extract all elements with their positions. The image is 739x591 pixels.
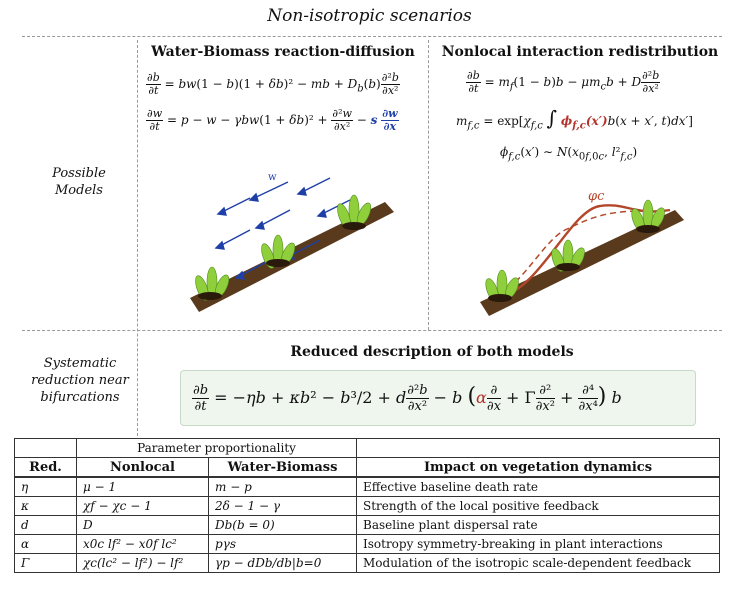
table-row: η μ − 1 m − p Effective baseline death r…	[14, 476, 720, 497]
parameter-table: Parameter proportionality Red. Nonlocal …	[14, 438, 720, 573]
reduced-equation: ∂b∂t = −ηb + κb² − b³/2 + d∂²b∂x² − b (α…	[192, 383, 622, 414]
slope-kernel-illustration: φc	[480, 189, 684, 316]
left-panel-title: Water-Biomass reaction-diffusion	[151, 44, 415, 60]
table-row: d D Db(b = 0) Baseline plant dispersal r…	[14, 515, 720, 535]
plants-left	[195, 194, 372, 301]
table-header-row: Red. Nonlocal Water-Biomass Impact on ve…	[14, 457, 720, 478]
kernel-distribution: ϕf,c(x′) ∼ N(x0f,0c, l²f,c)	[500, 145, 638, 163]
wind-label: w	[268, 172, 277, 183]
col-nonlocal: Nonlocal	[76, 457, 209, 478]
figure-title: Non-isotropic scenarios	[267, 6, 472, 26]
col-impact: Impact on vegetation dynamics	[356, 457, 720, 478]
water-equation: ∂w∂t = p − w − γbw(1 + δb)² + ∂²w∂x² − s…	[146, 107, 399, 133]
kernel-equation: mf,c = exp[χf,c ∫ ϕf,c(x′)b(x + x′, t)dx…	[456, 106, 693, 132]
col-water: Water-Biomass	[208, 457, 357, 478]
table-row: Γ χc(lc² − lf²) − lf² γp − dDb/db|b=0 Mo…	[14, 553, 720, 573]
row-label-divider	[137, 40, 138, 436]
table-row: α x0c lf² − x0f lc² pγs Isotropy symmetr…	[14, 534, 720, 554]
biomass-equation: ∂b∂t = bw(1 − b)(1 + δb)² − mb + Db(b)∂²…	[146, 71, 400, 97]
col-red: Red.	[14, 457, 77, 478]
nonlocal-biomass-equation: ∂b∂t = mf(1 − b)b − μmcb + D∂²b∂x²	[466, 69, 661, 95]
reduced-equation-box	[180, 370, 696, 426]
table-row: κ χf − χc − 1 2δ − 1 − γ Strength of the…	[14, 496, 720, 516]
kernel-curve-solid	[497, 204, 671, 300]
title-divider	[22, 36, 722, 37]
plant-roots-left	[198, 222, 366, 300]
slope-wind-illustration: w	[190, 172, 394, 312]
phi-label: φc	[588, 189, 605, 204]
kernel-curve-dashed	[499, 210, 661, 295]
slope-right	[480, 210, 684, 316]
reduction-row-label: Systematic reduction near bifurcations	[31, 356, 129, 405]
right-panel-title: Nonlocal interaction redistribution	[441, 44, 719, 60]
plants-right	[485, 199, 665, 302]
row-divider	[22, 330, 722, 331]
models-row-label: Possible Models	[52, 166, 106, 198]
group-header: Parameter proportionality	[76, 438, 357, 458]
reduced-title: Reduced description of both models	[290, 344, 574, 360]
plant-roots-right	[488, 225, 660, 302]
panel-divider	[428, 40, 429, 330]
